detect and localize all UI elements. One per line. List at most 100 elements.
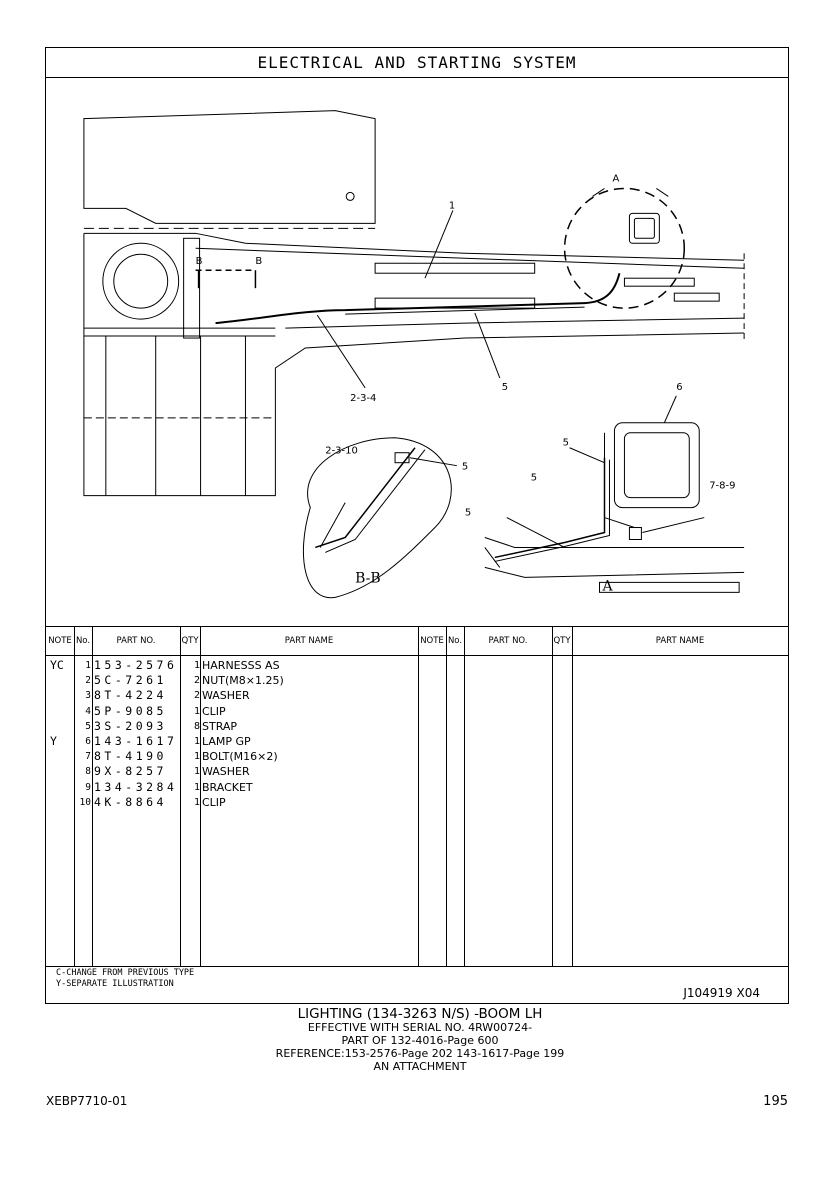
legend-separate: Y-SEPARATE ILLUSTRATION [56,979,174,989]
detail-bb-wire [315,447,416,549]
col-header-no-right: No. [447,636,463,646]
row-item-number: 4 [85,705,91,717]
callout-5d: 5 [465,508,471,519]
boom-slot-3 [623,277,695,287]
row-item-number: 5 [85,720,91,732]
detail-a-mount-bottom [484,566,745,578]
callout-234: 2-3-4 [350,393,376,404]
frame-upper-outline [83,110,376,224]
caption-part-of: PART OF 132-4016-Page 600 [341,1034,499,1047]
lamp-main-lens [633,217,655,239]
page-number: 195 [763,1094,788,1109]
document-id: XEBP7710-01 [46,1094,128,1108]
callout-6: 6 [676,382,682,393]
col-divider [446,627,447,967]
leader-5d [484,547,501,568]
col-header-partno-right: PART NO. [488,636,528,646]
detail-a-arrow-right [656,188,669,197]
detail-a-mount-top [484,537,745,548]
detail-a-lamp-body [613,422,700,509]
col-header-qty-right: QTY [553,636,571,646]
lamp-main-view [628,212,660,244]
callout-5b: 5 [563,438,569,449]
illustration-code: J104919 X04 [683,986,760,1000]
leader-2310 [319,502,346,548]
col-header-no-left: No. [75,636,91,646]
col-header-name-left: PART NAME [284,636,334,646]
callout-b-left: B [196,256,203,267]
col-divider-center [418,627,419,967]
detail-bb-outline [302,437,452,599]
leader-6 [663,395,677,424]
col-divider [74,627,75,967]
leader-5c [506,517,565,548]
col-divider [552,627,553,967]
callout-5e: 5 [462,462,468,473]
leader-5a [474,312,501,379]
callout-b-right: B [255,256,262,267]
boom-slot-4 [673,292,720,302]
callout-5c: 5 [531,473,537,484]
caption-title: LIGHTING (134-3263 N/S) -BOOM LH [297,1006,543,1022]
boom-bottom-inner [285,317,745,329]
detail-a-circle [563,187,686,309]
detail-bb-strap [394,452,410,464]
view-label-bb: B-B [355,570,380,586]
callout-a-top: A [612,173,619,184]
row-part-number: 143-1617 [94,734,178,748]
detail-a-wire [494,457,606,559]
row-part-name: WASHER [202,689,250,703]
row-part-number: 8T-4190 [94,749,167,764]
leader-789 [642,517,705,533]
row-quantity: 1 [193,766,200,778]
row-quantity: 1 [193,751,200,763]
leader-234 [316,314,366,389]
col-divider [180,627,181,967]
page-title: ELECTRICAL AND STARTING SYSTEM [46,48,788,78]
col-divider [464,627,465,967]
detail-a-bolt [628,527,642,540]
boom-top-inner [195,247,745,269]
harness-wire-secondary [345,306,585,315]
col-header-qty-left: QTY [181,636,199,646]
col-header-note-left: NOTE [48,636,72,646]
leader-1 [424,210,454,279]
col-divider [572,627,573,967]
boom-top-edge [83,232,745,261]
row-part-number: 8T-4224 [94,688,167,703]
row-quantity: 8 [193,720,200,732]
row-part-number: 9X-8257 [94,764,167,779]
row-quantity: 1 [193,736,200,747]
detail-a-plate [599,581,740,593]
row-item-number: 10 [79,796,91,808]
row-part-name: HARNESSS AS [202,659,280,672]
row-item-number: 2 [85,675,91,687]
caption-effective: EFFECTIVE WITH SERIAL NO. 4RW00724- [307,1021,533,1034]
row-quantity: 2 [193,675,200,687]
detail-a-lamp-lens [623,432,690,499]
row-quantity: 1 [193,705,200,717]
row-part-name: BOLT(M16×2) [202,750,278,764]
table-header-divider [46,655,788,656]
exploded-view-drawing: 1 5 2-3-4 A B B 6 5 5 5 7-8-9 2-3-10 5 B… [46,78,788,626]
row-item-number: 9 [85,781,91,793]
drawing-svg: 1 5 2-3-4 A B B 6 5 5 5 7-8-9 2-3-10 5 B… [83,110,745,599]
boom-pivot-outer [102,242,180,320]
boom-slot-2 [374,297,536,309]
row-part-name: STRAP [202,719,238,733]
callout-1: 1 [449,200,455,211]
detail-a-arrow-left [592,188,605,197]
row-part-name: NUT(M8×1.25) [202,674,284,688]
row-item-number: 3 [85,690,91,702]
boom-slot-1 [374,262,536,274]
harness-wire [215,272,621,325]
legend-change: C-CHANGE FROM PREVIOUS TYPE [56,968,195,978]
boom-pivot-inner [113,253,169,309]
row-part-name: LAMP GP [202,735,251,748]
